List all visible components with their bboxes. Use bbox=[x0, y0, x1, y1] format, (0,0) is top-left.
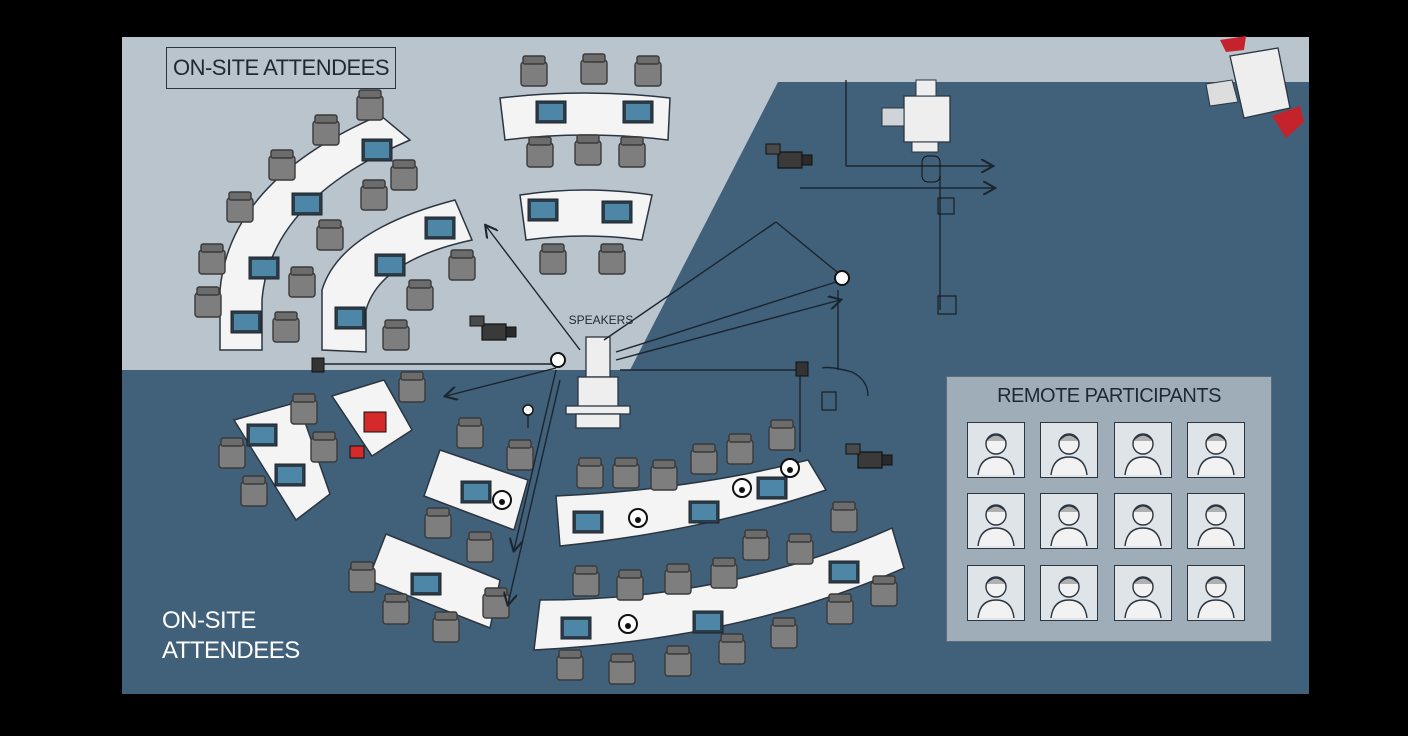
participant-tile[interactable] bbox=[1114, 493, 1172, 549]
participant-avatar-icon bbox=[977, 576, 1015, 619]
participant-avatar-icon bbox=[1050, 504, 1088, 547]
participant-tile[interactable] bbox=[1187, 422, 1245, 478]
participant-avatar-icon bbox=[977, 504, 1015, 547]
participant-avatar-icon bbox=[1197, 433, 1235, 476]
participant-avatar-icon bbox=[1050, 433, 1088, 476]
participant-avatar-icon bbox=[1197, 504, 1235, 547]
participant-tile[interactable] bbox=[967, 493, 1025, 549]
participant-avatar-icon bbox=[1124, 433, 1162, 476]
onsite-attendees-label-top: ON-SITE ATTENDEES bbox=[166, 47, 396, 89]
participant-tile[interactable] bbox=[1187, 565, 1245, 621]
seating-cluster-bottom-left bbox=[218, 371, 426, 522]
seating-cluster-top-left bbox=[194, 89, 476, 353]
onsite-label-line1: ON-SITE bbox=[162, 607, 256, 634]
participant-avatar-icon bbox=[977, 433, 1015, 476]
onsite-label-line2: ATTENDEES bbox=[162, 637, 300, 664]
participant-tile[interactable] bbox=[1114, 422, 1172, 478]
speaker-podium bbox=[565, 336, 631, 429]
participant-tile[interactable] bbox=[1187, 493, 1245, 549]
participant-tile[interactable] bbox=[1040, 565, 1098, 621]
projector bbox=[881, 79, 951, 153]
participant-tile[interactable] bbox=[967, 422, 1025, 478]
remote-participants-panel: REMOTE PARTICIPANTS bbox=[946, 376, 1272, 642]
seating-cluster-top-center bbox=[499, 53, 671, 275]
participant-tile[interactable] bbox=[1040, 422, 1098, 478]
seating-cluster-bottom-center bbox=[348, 417, 905, 685]
participant-tile[interactable] bbox=[1114, 565, 1172, 621]
av-devices bbox=[311, 155, 957, 428]
corner-camera bbox=[1205, 36, 1304, 138]
participant-avatar-icon bbox=[1124, 576, 1162, 619]
participant-avatar-icon bbox=[1124, 504, 1162, 547]
remote-participants-title: REMOTE PARTICIPANTS bbox=[997, 385, 1221, 407]
participant-avatar-icon bbox=[1050, 576, 1088, 619]
participant-tile[interactable] bbox=[967, 565, 1025, 621]
onsite-attendees-label-bottom: ON-SITE ATTENDEES bbox=[162, 606, 300, 666]
participant-tile[interactable] bbox=[1040, 493, 1098, 549]
participant-avatar-icon bbox=[1197, 576, 1235, 619]
speakers-label: SPEAKERS bbox=[568, 313, 634, 327]
